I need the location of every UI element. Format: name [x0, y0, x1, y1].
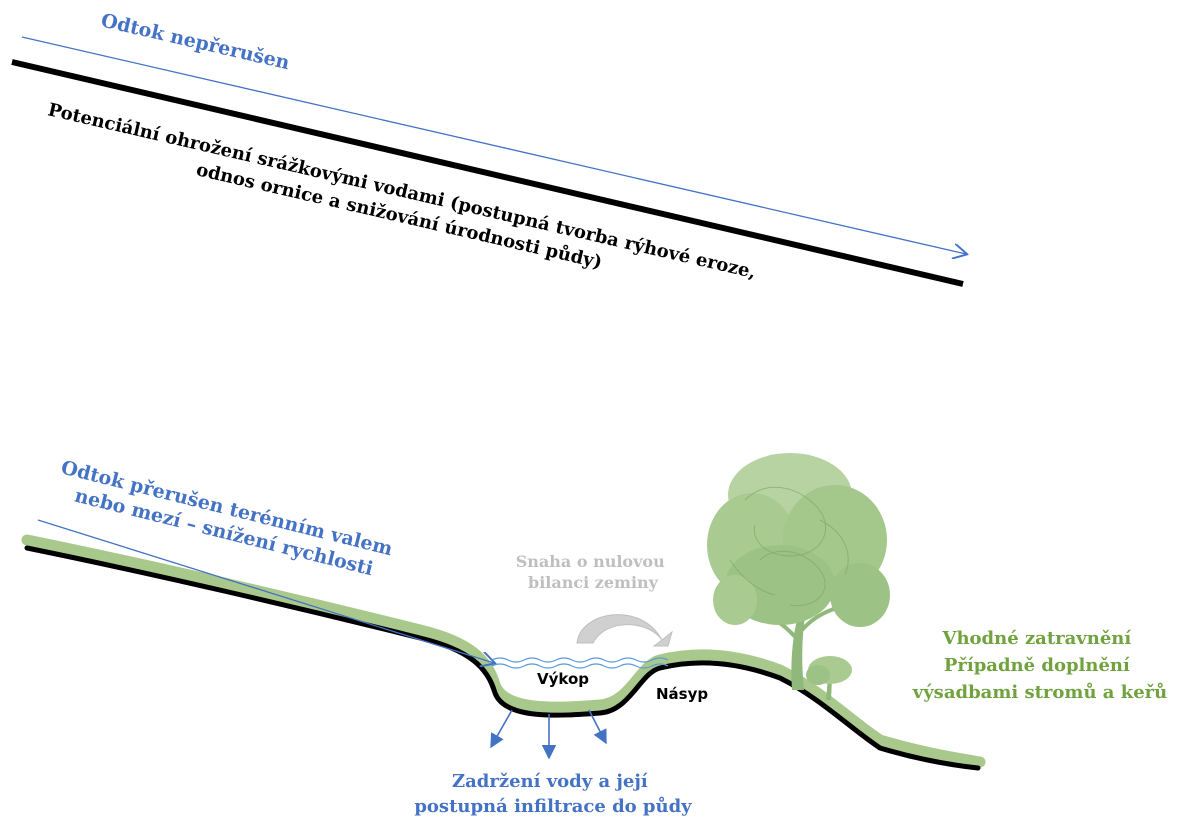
- grass-layer: [21, 534, 986, 768]
- balance-label: Snaha o nulovou bilanci zeminy: [516, 552, 671, 592]
- top-flow-arrow: [21, 36, 966, 254]
- top-panel: Odtok nepřerušen Potenciální ohrožení sr…: [11, 9, 966, 309]
- vegetation-label-line-2: Případně doplnění: [944, 655, 1130, 676]
- infiltration-arrows: [490, 709, 607, 760]
- balance-label-line-2: bilanci zeminy: [528, 573, 659, 592]
- infiltration-label-line-1: Zadržení vody a její: [452, 771, 648, 792]
- water-wave-icon: [491, 657, 669, 669]
- infiltration-arrow-right: [588, 709, 607, 745]
- embankment-label: Násyp: [656, 685, 708, 703]
- shrub-icon: [806, 656, 852, 700]
- excavation-label: Výkop: [537, 670, 589, 688]
- vegetation-label: Vhodné zatravnění Případně doplnění výsa…: [912, 628, 1167, 703]
- infiltration-label-line-2: postupná infiltrace do půdy: [414, 795, 692, 817]
- bottom-terrain-line: [24, 545, 981, 771]
- balance-label-line-1: Snaha o nulovou: [516, 552, 665, 571]
- tree-icon: [707, 453, 890, 690]
- bottom-flow-arrow: [37, 519, 494, 663]
- top-flow-label: Odtok nepřerušen: [99, 9, 292, 74]
- infiltration-label: Zadržení vody a její postupná infiltrace…: [414, 771, 692, 817]
- top-terrain-line: [11, 59, 964, 287]
- top-description: Potenciální ohrožení srážkovými vodami (…: [40, 99, 764, 309]
- infiltration-arrow-left: [490, 709, 513, 749]
- top-description-line-1: Potenciální ohrožení srážkovými vodami (…: [46, 99, 758, 283]
- vegetation-label-line-3: výsadbami stromů a keřů: [912, 681, 1167, 703]
- vegetation-label-line-1: Vhodné zatravnění: [942, 628, 1132, 649]
- curved-arrow-icon: [576, 614, 673, 647]
- bottom-panel: Odtok přerušen terénním valem nebo mezí …: [21, 453, 1167, 817]
